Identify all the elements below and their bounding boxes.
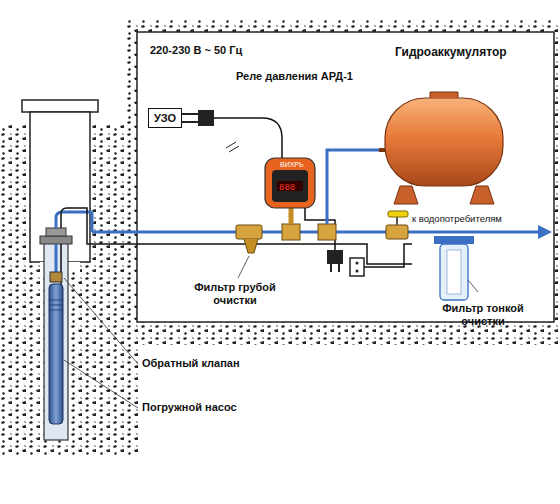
relay-label: Реле давления АРД-1 xyxy=(236,70,353,83)
box-text: УЗО xyxy=(154,112,176,124)
svg-text:888: 888 xyxy=(279,183,295,193)
rcd-box: УЗО xyxy=(148,108,182,128)
pump-label: Погружной насос xyxy=(142,401,237,414)
accumulator-label: Гидроаккумулятор xyxy=(395,46,507,60)
relay-logo: ВИХРЬ xyxy=(280,161,304,169)
fine-filter-label: Фильтр тонкой очистки xyxy=(428,302,538,327)
coarse-filter-label: Фильтр грубой очистки xyxy=(190,281,280,306)
voltage-label: 220-230 В ~ 50 Гц xyxy=(150,44,242,57)
consumers-label: к водопотребителям xyxy=(412,214,502,225)
check-valve-label: Обратный клапан xyxy=(142,357,240,370)
